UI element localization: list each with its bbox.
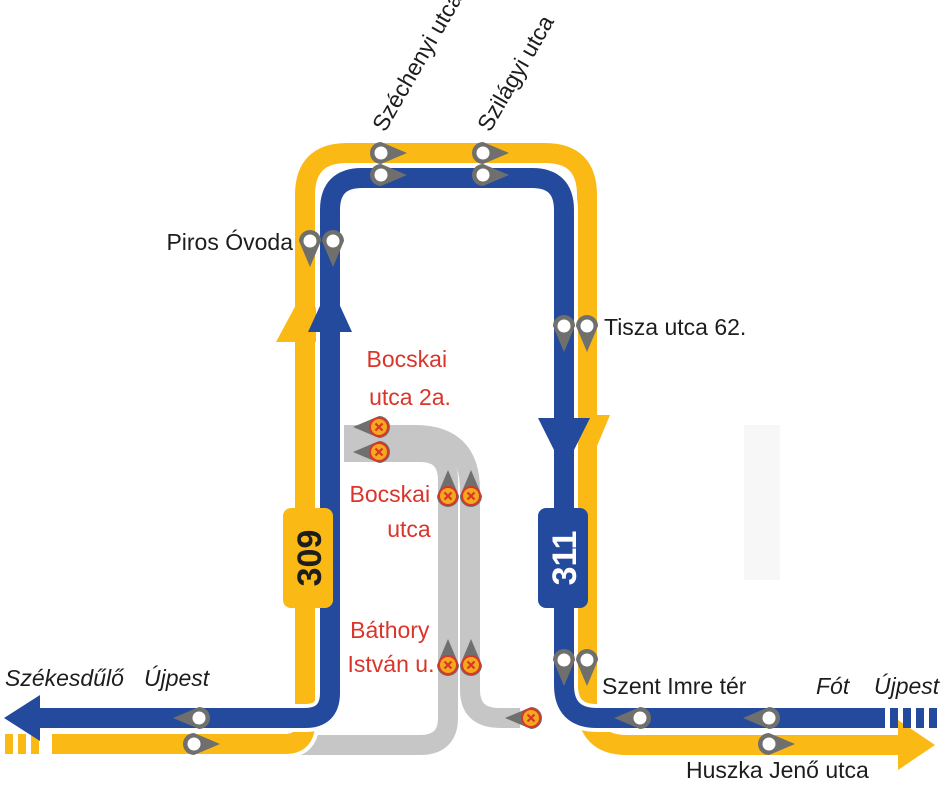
closed-label-bocskai: Bocskai utca: [350, 481, 437, 542]
route-309-badge: 309: [283, 508, 333, 608]
route-311-line: [4, 164, 937, 741]
stop-label-tisza: Tisza utca 62.: [604, 314, 746, 340]
direction-label-fot: Fót: [816, 673, 851, 699]
stop-label-szilagyi: Szilágyi utca: [472, 11, 559, 136]
route-309-dashes: [5, 734, 13, 754]
route-309-arrow-right: [898, 720, 935, 770]
stop-label-szechenyi: Széchenyi utca 2.: [367, 0, 480, 135]
direction-label-ujpest-right: Újpest: [874, 673, 941, 699]
direction-label-szekesdulo: Székesdűlő: [5, 665, 125, 691]
route-311-dashes: [890, 708, 898, 728]
closed-label-bathory-line1: Báthory: [350, 617, 430, 643]
background-panel: [744, 425, 780, 580]
closed-label-bocskai-2a-line2: utca 2a.: [369, 384, 451, 410]
route-309-number: 309: [291, 530, 329, 587]
closed-label-bathory-line2: István u.: [348, 651, 435, 677]
stop-labels: Széchenyi utca 2. Szilágyi utca Piros Óv…: [166, 0, 869, 783]
closed-label-bocskai-line2: utca: [387, 516, 431, 542]
route-311-arrow-left: [4, 695, 40, 741]
closed-label-bocskai-2a: Bocskai utca 2a.: [367, 346, 454, 410]
stop-label-piros-ovoda: Piros Óvoda: [166, 229, 293, 255]
route-311-arrow-up: [308, 284, 352, 332]
direction-label-ujpest-left: Újpest: [144, 665, 211, 691]
stop-label-szent-imre: Szent Imre tér: [602, 673, 747, 699]
route-311-number: 311: [546, 531, 584, 586]
closed-route-inner: [300, 442, 458, 755]
stop-label-huszka: Huszka Jenő utca: [686, 757, 869, 783]
closed-label-bocskai-line1: Bocskai: [350, 481, 431, 507]
closed-label-bathory: Báthory István u.: [348, 617, 436, 677]
route-311-arrow-down: [538, 418, 590, 470]
closed-label-bocskai-2a-line1: Bocskai: [367, 346, 448, 372]
closed-stop-labels: Bocskai utca 2a. Bocskai utca Báthory Is…: [348, 346, 454, 677]
direction-labels: Székesdűlő Újpest Fót Újpest: [5, 665, 941, 699]
route-311-badge: 311: [538, 508, 588, 608]
